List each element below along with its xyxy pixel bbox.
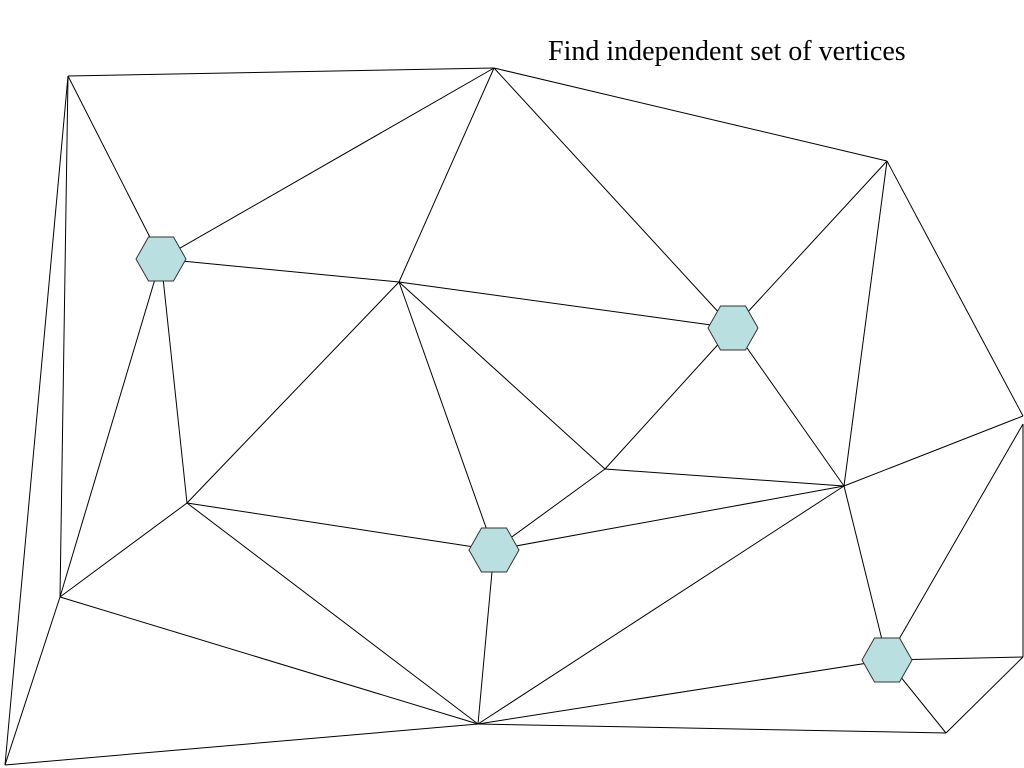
edge-v7-v9 bbox=[732, 327, 845, 487]
hexagon-marker-icon bbox=[861, 637, 913, 683]
edge-v1-v12 bbox=[59, 75, 69, 598]
edge-v15-v17 bbox=[945, 656, 1024, 734]
edge-v3-v6 bbox=[160, 258, 188, 504]
edge-v14-v16 bbox=[477, 659, 888, 725]
edge-v14-v15 bbox=[477, 723, 947, 734]
edge-v4-v9 bbox=[843, 160, 888, 487]
edge-v4-v11 bbox=[886, 160, 1024, 417]
edge-v10-v14 bbox=[477, 549, 495, 725]
edge-v13-v14 bbox=[4, 723, 479, 766]
edge-v3-v12 bbox=[59, 258, 162, 598]
edge-v8-v10 bbox=[493, 468, 606, 551]
hexagon-marker-icon bbox=[707, 305, 759, 351]
edge-v12-v13 bbox=[4, 596, 61, 766]
edge-v5-v8 bbox=[398, 281, 606, 470]
edge-v16-v18 bbox=[886, 423, 1024, 661]
independent-set-markers bbox=[135, 236, 913, 683]
edge-v6-v12 bbox=[59, 502, 188, 598]
edges-layer bbox=[4, 67, 1024, 766]
edge-v3-v2 bbox=[160, 67, 495, 260]
edge-v2-v7 bbox=[493, 67, 734, 329]
edge-v1-v3 bbox=[67, 75, 162, 260]
edge-v9-v14 bbox=[477, 485, 845, 725]
edge-v2-v5 bbox=[398, 67, 495, 283]
edge-v12-v14 bbox=[59, 596, 479, 725]
edge-v5-v10 bbox=[398, 281, 495, 551]
edge-v9-v11 bbox=[843, 415, 1024, 487]
edge-v6-v14 bbox=[186, 502, 479, 725]
slide-title: Find independent set of vertices bbox=[548, 36, 906, 67]
edge-v2-v4 bbox=[493, 67, 888, 162]
edge-v5-v7 bbox=[398, 281, 734, 329]
edge-v4-v7 bbox=[732, 160, 888, 329]
edge-v9-v16 bbox=[843, 485, 888, 661]
edge-v1-v2 bbox=[67, 67, 495, 77]
edge-v5-v6 bbox=[186, 281, 400, 504]
hexagon-marker-icon bbox=[468, 527, 520, 573]
edge-v3-v5 bbox=[160, 258, 400, 283]
hexagon-marker-icon bbox=[135, 236, 187, 282]
edge-v7-v8 bbox=[604, 327, 734, 470]
edge-v1-v13 bbox=[4, 75, 69, 766]
edge-v10-v9 bbox=[493, 485, 845, 551]
edge-v6-v10 bbox=[186, 502, 495, 551]
edge-v8-v9 bbox=[604, 468, 845, 487]
